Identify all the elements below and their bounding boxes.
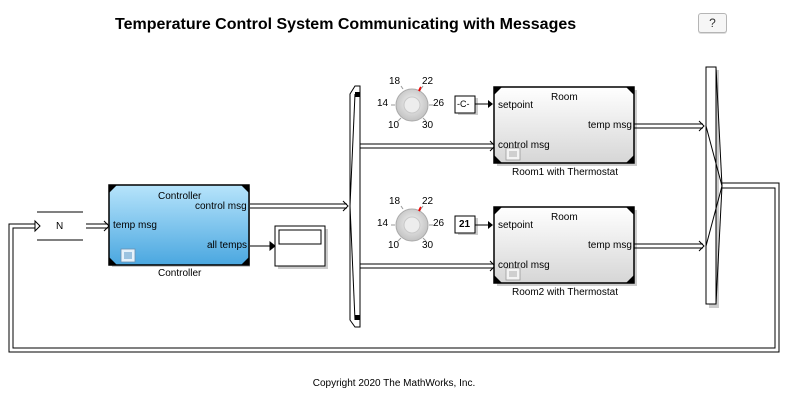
room2-setpoint-port: setpoint <box>498 220 534 231</box>
bus-to-room2-signal <box>360 260 496 272</box>
room1-setpoint-port: setpoint <box>498 100 534 111</box>
knob2-tick-label: 26 <box>433 218 445 229</box>
room2-name: Room2 with Thermostat <box>512 287 618 298</box>
knob2-tick-label: 18 <box>389 196 401 207</box>
help-button[interactable]: ? <box>698 13 727 33</box>
knob1-tick-label: 30 <box>422 120 434 131</box>
all-temps-signal <box>250 240 276 252</box>
room2-control-msg-port: control msg <box>498 260 550 271</box>
feedback-loop-signal <box>8 182 780 353</box>
copyright-text: Copyright 2020 The MathWorks, Inc. <box>312 378 476 389</box>
controller-temp-msg-port: temp msg <box>113 220 157 231</box>
controller-block[interactable] <box>108 184 250 267</box>
room1-to-mux-signal <box>634 120 705 132</box>
constant-block-2[interactable] <box>454 215 493 235</box>
room2-title: Room <box>551 212 578 223</box>
controller-to-mux-signal <box>250 200 349 212</box>
scope-block[interactable] <box>274 225 328 269</box>
bus-to-room1-signal <box>360 140 496 152</box>
setpoint-knob-2[interactable] <box>391 205 433 242</box>
mux-block[interactable] <box>705 66 723 308</box>
room2-block[interactable] <box>493 206 637 286</box>
room2-temp-msg-port: temp msg <box>588 240 632 251</box>
knob2-tick-label: 10 <box>388 240 400 251</box>
constant-1-value: -C- <box>457 99 470 109</box>
n-block[interactable] <box>37 211 83 241</box>
knob1-tick-label: 26 <box>433 98 445 109</box>
room1-title: Room <box>551 92 578 103</box>
room1-name: Room1 with Thermostat <box>512 167 618 178</box>
controller-control-msg-port: control msg <box>195 201 247 212</box>
controller-name: Controller <box>158 268 202 279</box>
knob1-tick-label: 10 <box>388 120 400 131</box>
room1-temp-msg-port: temp msg <box>588 120 632 131</box>
knob1-tick-label: 18 <box>389 76 401 87</box>
knob2-tick-label: 22 <box>422 196 434 207</box>
setpoint-knob-1[interactable] <box>391 85 433 122</box>
n-block-label: N <box>56 221 64 232</box>
n-to-controller-signal <box>86 220 110 232</box>
constant-2-value: 21 <box>459 219 471 230</box>
controller-block-title: Controller <box>158 191 202 202</box>
knob1-tick-label: 14 <box>377 98 389 109</box>
arrow-into-n <box>34 219 41 233</box>
bus-block[interactable] <box>349 85 361 328</box>
knob2-tick-label: 30 <box>422 240 434 251</box>
room2-to-mux-signal <box>634 240 705 252</box>
constant-block-1[interactable] <box>454 95 493 115</box>
room1-block[interactable] <box>493 86 637 166</box>
controller-all-temps-port: all temps <box>207 240 248 251</box>
knob2-tick-label: 14 <box>377 218 389 229</box>
knob1-tick-label: 22 <box>422 76 434 87</box>
room1-control-msg-port: control msg <box>498 140 550 151</box>
page-title: Temperature Control System Communicating… <box>115 16 577 33</box>
